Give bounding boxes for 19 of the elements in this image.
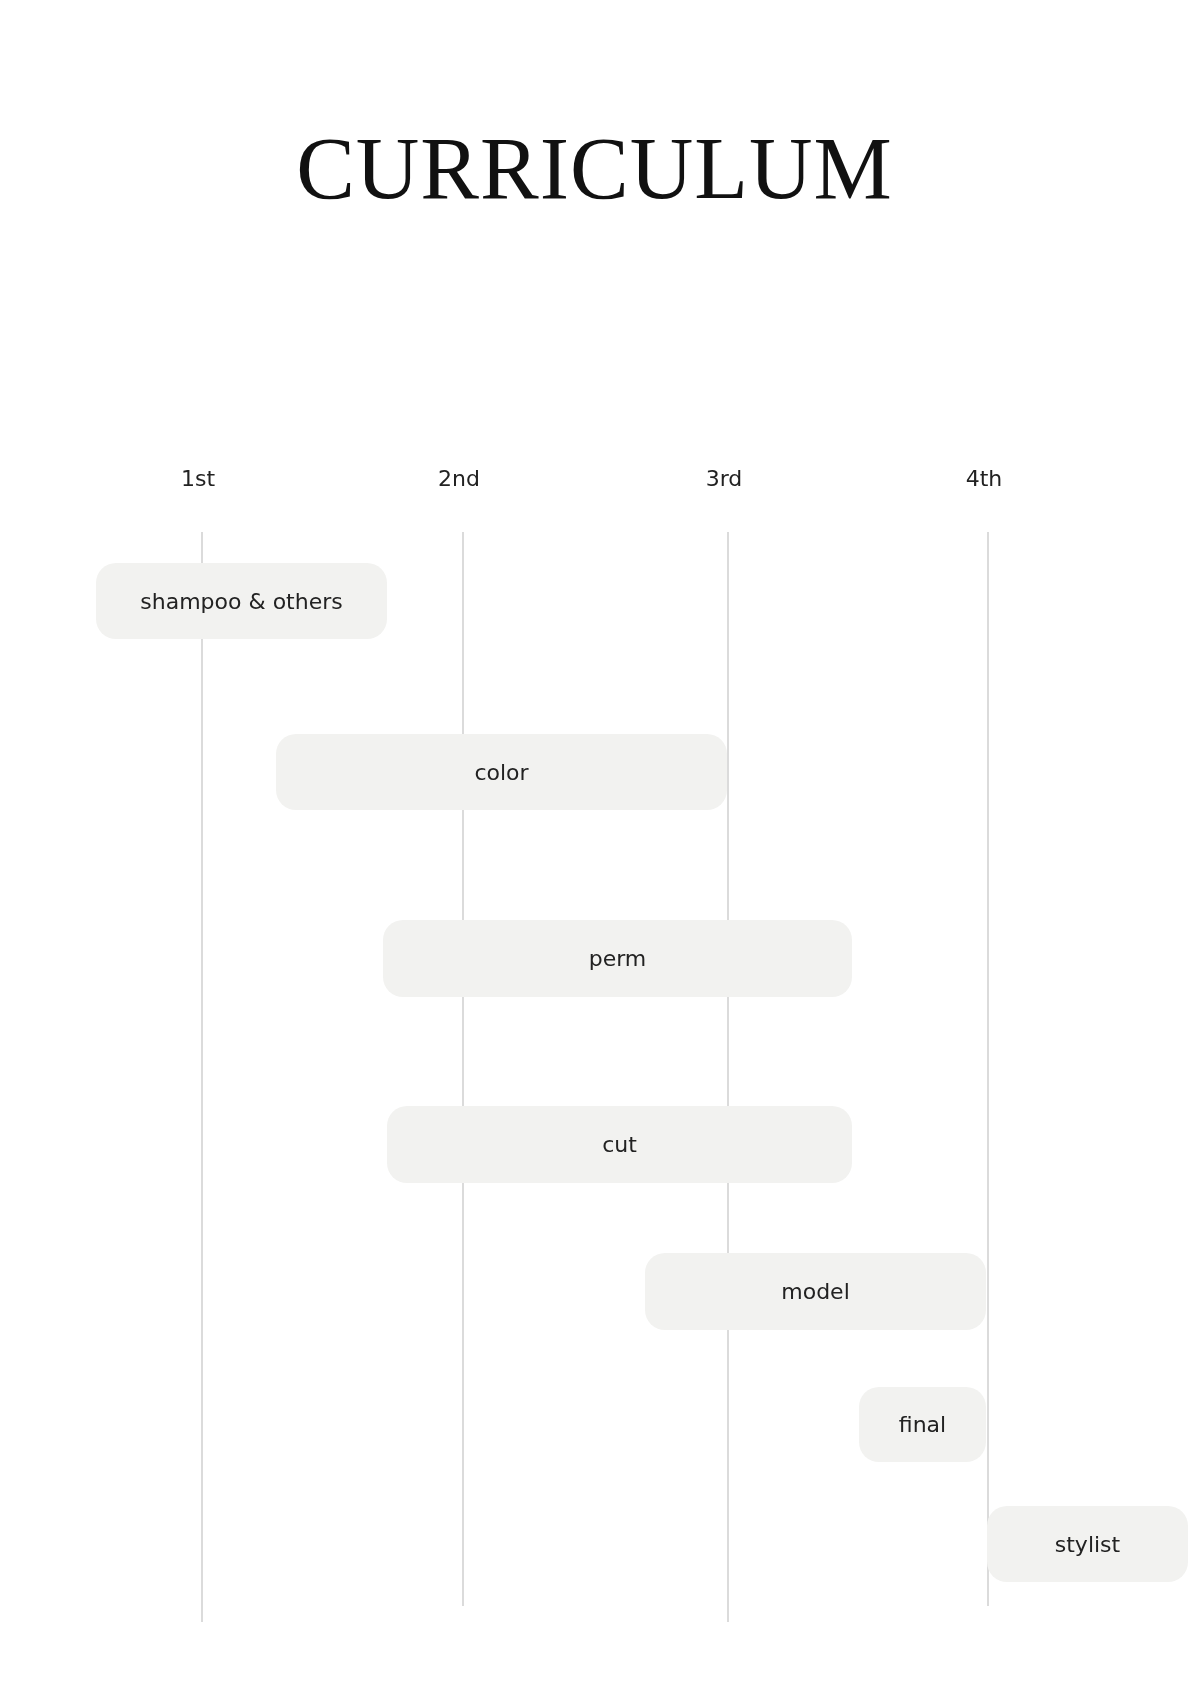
bar-label: stylist: [1054, 1531, 1121, 1557]
column-header: 4th: [964, 466, 1004, 491]
column-header: 2nd: [437, 466, 481, 491]
schedule-bar: [859, 1387, 986, 1462]
title: CURRICULUM: [295, 119, 894, 219]
schedule-bar: [987, 1506, 1188, 1582]
column-header: 1st: [179, 466, 217, 491]
column-header: 3rd: [704, 466, 744, 491]
bar-label: final: [898, 1412, 947, 1437]
bar-label: cut: [602, 1132, 637, 1157]
schedule-bar: [387, 1106, 852, 1183]
schedule-bar: [96, 563, 387, 639]
schedule-bar: [276, 734, 727, 810]
bar-label: model: [781, 1279, 850, 1304]
bar-label: color: [474, 759, 529, 785]
schedule-bar: [383, 920, 852, 997]
bar-label: shampoo & others: [140, 588, 343, 614]
bar-label: perm: [588, 946, 647, 971]
schedule-bar: [645, 1253, 986, 1330]
